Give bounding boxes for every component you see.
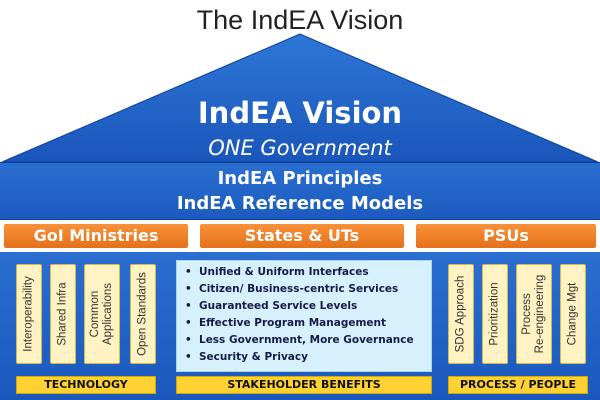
pillar-label: Interoperability (22, 276, 35, 352)
list-item: •Less Government, More Governance (185, 334, 414, 346)
pillar-common-applications: Common Applications (84, 264, 120, 364)
pillar-process-reengineering: Process Re-engineering (516, 264, 552, 364)
pillar-label: Common Applications (89, 283, 114, 346)
pillar-label: Change Mgt (566, 282, 579, 346)
segment-goi-ministries: GoI Ministries (4, 224, 188, 248)
list-item: •Guaranteed Service Levels (185, 300, 358, 312)
pillar-label: Prioritization (488, 282, 501, 346)
pillar-label: Process Re-engineering (521, 274, 546, 354)
pillar-open-standards: Open Standards (130, 264, 156, 364)
stakeholder-benefits-list: •Unified & Uniform Interfaces •Citizen/ … (176, 260, 432, 372)
list-item: •Effective Program Management (185, 317, 387, 329)
segment-states-uts: States & UTs (200, 224, 404, 248)
label-technology: TECHNOLOGY (16, 376, 156, 394)
pillar-prioritization: Prioritization (482, 264, 508, 364)
pillar-label: Shared Infra (56, 282, 69, 346)
principles-line: IndEA Principles (217, 168, 383, 189)
pillar-label: Open Standards (136, 272, 149, 356)
reference-models-line: IndEA Reference Models (176, 193, 424, 214)
pillar-change-mgt: Change Mgt (560, 264, 586, 364)
segment-psus: PSUs (416, 224, 596, 248)
pillar-shared-infra: Shared Infra (50, 264, 76, 364)
vision-subheading: ONE Government (208, 136, 392, 160)
principles-band (0, 162, 600, 220)
list-item: •Citizen/ Business-centric Services (185, 283, 399, 295)
pillar-label: SDG Approach (454, 275, 467, 353)
list-item: •Unified & Uniform Interfaces (185, 266, 369, 278)
list-item: •Security & Privacy (185, 351, 308, 363)
vision-heading: IndEA Vision (197, 96, 403, 130)
page-title: The IndEA Vision (196, 5, 404, 35)
pillar-interoperability: Interoperability (16, 264, 42, 364)
label-process-people: PROCESS / PEOPLE (448, 376, 588, 394)
pillar-sdg-approach: SDG Approach (448, 264, 474, 364)
label-stakeholder-benefits: STAKEHOLDER BENEFITS (176, 376, 432, 394)
